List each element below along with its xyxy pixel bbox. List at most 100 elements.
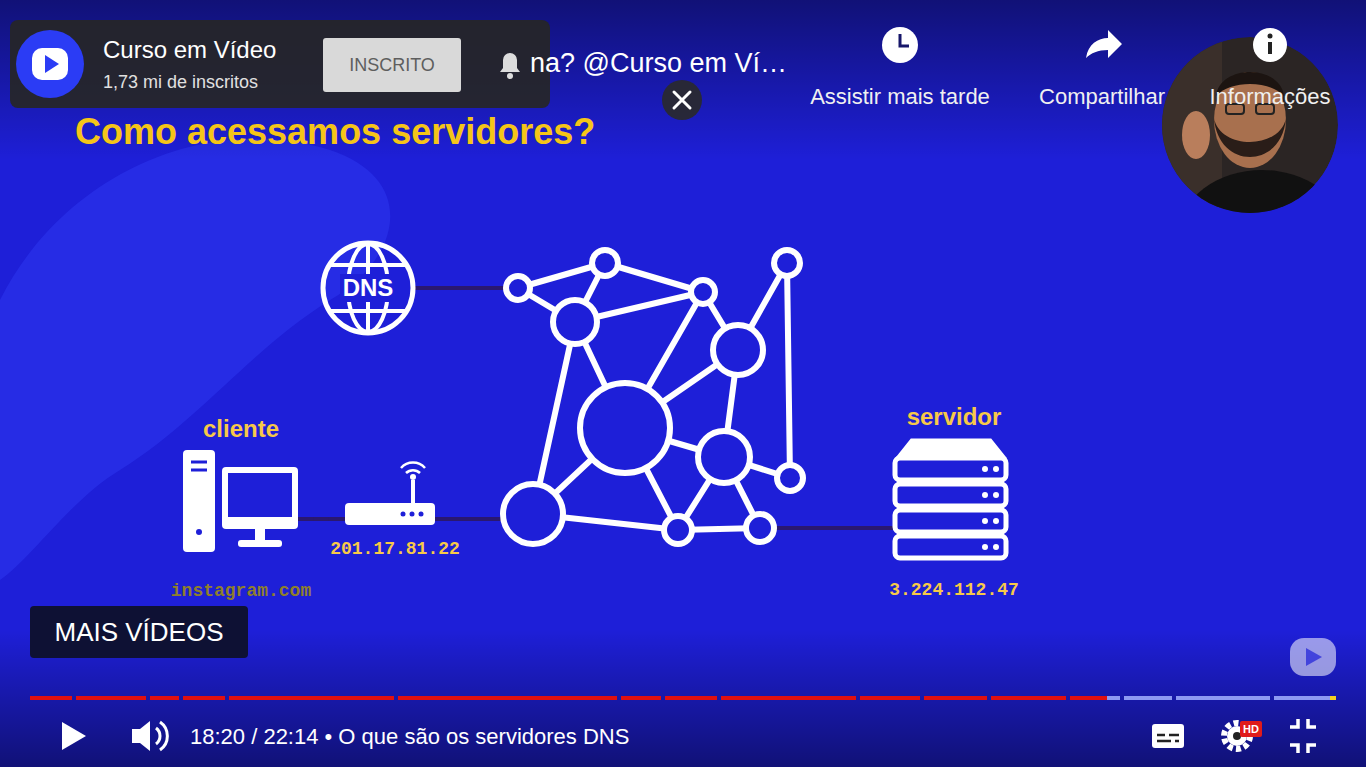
internet-graph [787, 263, 790, 478]
progress-bar [1274, 696, 1330, 700]
hd-badge-box: HD [1240, 721, 1262, 737]
router-icon [410, 474, 416, 480]
channel-panel [45, 55, 59, 73]
presenter-webcam [1162, 37, 1344, 294]
action-label-box: Compartilhar [1039, 82, 1165, 111]
globe-outline [323, 243, 413, 333]
heading: Como acessamos servidores? [75, 112, 595, 152]
computer-icon [196, 529, 202, 535]
internet-graph [503, 484, 563, 544]
background-blob [0, 139, 390, 580]
internet-graph [746, 514, 774, 542]
server-icon [895, 536, 1006, 558]
illustration-space [395, 465, 396, 537]
hd-badge: HD [1240, 721, 1262, 737]
router-icon [419, 512, 424, 517]
server-icon [993, 518, 999, 524]
progress-bar [665, 696, 717, 700]
channel-name-box: Curso em Vídeo [103, 34, 276, 65]
presenter-webcam [1182, 111, 1210, 159]
globe-lines [330, 265, 406, 311]
router-icon [345, 463, 435, 525]
volume-icon [132, 721, 167, 751]
computer-icon [255, 529, 265, 541]
node-label: 201.17.81.22 [330, 537, 460, 561]
network-cable [313, 517, 328, 521]
server-icon [895, 484, 1006, 506]
internet-graph [664, 516, 692, 544]
computer-icon [222, 467, 298, 529]
progress-bar [721, 696, 856, 700]
node-sublabel: instagram.com [171, 580, 311, 602]
node-label: servidor [907, 402, 1002, 432]
progress-bar [621, 696, 661, 700]
progress-bar [991, 696, 1066, 700]
network-wires [298, 517, 345, 521]
time-and-chapter-box: 18:20 / 22:14 • O que são os servidores … [190, 722, 629, 751]
channel-panel [32, 48, 68, 80]
subtitles-icon [1157, 735, 1179, 741]
router-icon [345, 503, 435, 525]
progress-bar [150, 696, 179, 700]
globe-lines [330, 244, 406, 332]
info-icon [1253, 28, 1287, 62]
action-label: Informações [1209, 82, 1330, 111]
server-icon [982, 492, 988, 498]
channel-panel [10, 20, 550, 108]
dns-globe: DNS [320, 240, 416, 336]
internet-graph [503, 250, 803, 544]
subscriber-count: 1,73 mi de inscritos [103, 71, 258, 94]
close-button [674, 92, 690, 108]
internet-graph [553, 300, 597, 344]
client-computer: clienteinstagram.com [169, 414, 313, 602]
progress-bar [398, 696, 617, 700]
subtitles-icon [1152, 724, 1184, 748]
channel-watermark [1290, 638, 1336, 676]
illustration-space [954, 432, 955, 578]
progress-bar [183, 696, 225, 700]
heading-box: Como acessamos servidores? [75, 112, 595, 152]
network-wires [298, 288, 893, 528]
server-icon [993, 466, 999, 472]
server-icon [895, 441, 1006, 558]
info-icon [1253, 28, 1287, 62]
action-label: Compartilhar [1039, 82, 1165, 111]
channel-panel [500, 53, 520, 72]
progress-bar [924, 696, 987, 700]
action-label-box: Informações [1209, 82, 1330, 111]
internet-graph [691, 280, 715, 304]
internet-graph [698, 431, 750, 483]
channel-panel [16, 30, 84, 98]
progress-bar [860, 696, 920, 700]
computer-icon [228, 473, 292, 517]
server-icon [982, 466, 988, 472]
progress-bar [76, 696, 146, 700]
internet-graph [506, 276, 530, 300]
network-wires [435, 517, 505, 521]
info-icon [1268, 42, 1272, 54]
play-icon [62, 722, 86, 750]
subscriber-count-box: 1,73 mi de inscritos [103, 71, 258, 94]
watch-later-icon [882, 27, 918, 63]
progress-bar [1330, 696, 1336, 700]
channel-watermark [1306, 648, 1322, 666]
internet-graph [777, 465, 803, 491]
progress-bar [1124, 696, 1172, 700]
router-icon [401, 463, 425, 473]
progress-bar [229, 696, 394, 700]
close-button [662, 80, 702, 120]
computer-icon [183, 450, 298, 552]
subscribe-button: INSCRITO [323, 38, 461, 92]
server-icon [982, 544, 988, 550]
node-label: DNS [340, 274, 397, 302]
router-icon [410, 512, 415, 517]
action-label: Assistir mais tarde [810, 82, 990, 111]
progress-bar [30, 696, 1336, 700]
video-title: na? @Curso em Ví… [530, 46, 787, 81]
server-icon [993, 544, 999, 550]
share-icon [1086, 30, 1122, 58]
top-shade [0, 0, 1366, 160]
server-icon [895, 510, 1006, 532]
volume-icon [132, 721, 150, 751]
